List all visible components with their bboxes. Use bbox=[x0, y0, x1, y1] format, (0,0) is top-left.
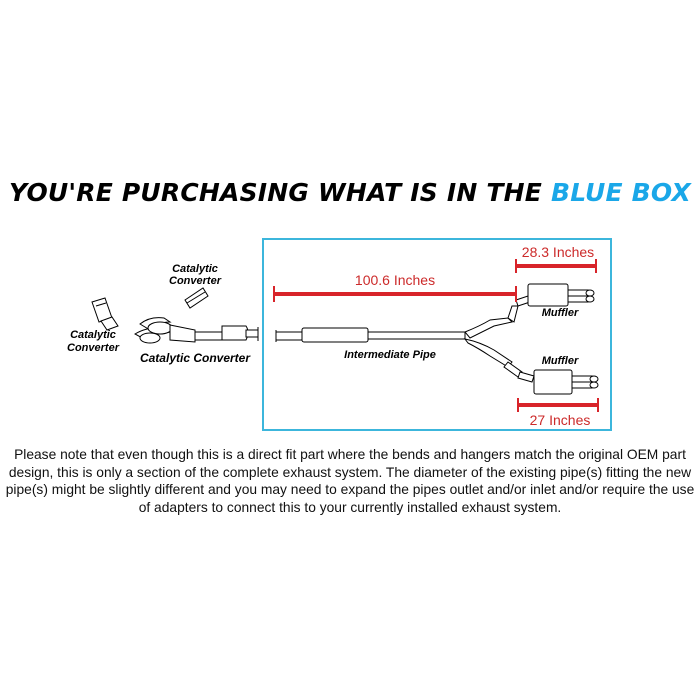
fitment-note: Please note that even though this is a d… bbox=[5, 447, 695, 515]
label-muffler-top: Muffler bbox=[542, 307, 579, 319]
cat-bottom-part bbox=[134, 317, 259, 344]
dim-line-muffler-top bbox=[515, 259, 597, 273]
intermediate-pipe-part bbox=[275, 305, 523, 378]
dim-label-intermediate: 100.6 Inches bbox=[355, 272, 435, 288]
muffler-bottom-part bbox=[517, 369, 599, 395]
cat-left-part bbox=[91, 297, 119, 331]
dim-label-muffler-bottom: 27 Inches bbox=[530, 412, 591, 428]
headline: YOU'RE PURCHASING WHAT IS IN THE BLUE BO… bbox=[0, 178, 700, 207]
label-cat-left-1: Catalytic bbox=[70, 329, 116, 341]
muffler-top-part bbox=[515, 283, 595, 307]
blue-box bbox=[262, 238, 612, 431]
dim-line-intermediate bbox=[273, 286, 517, 302]
dim-label-muffler-top: 28.3 Inches bbox=[522, 244, 594, 260]
dim-line-muffler-bottom bbox=[517, 398, 599, 412]
label-muffler-bottom: Muffler bbox=[542, 355, 579, 367]
headline-prefix: YOU'RE PURCHASING WHAT IS IN THE bbox=[9, 178, 551, 207]
label-intermediate-pipe: Intermediate Pipe bbox=[344, 349, 436, 361]
label-cat-left-2: Converter bbox=[67, 342, 120, 354]
headline-highlight: BLUE BOX bbox=[550, 178, 691, 207]
label-cat-bottom: Catalytic Converter bbox=[140, 351, 251, 365]
label-cat-top-1: Catalytic bbox=[172, 263, 218, 275]
label-cat-top-2: Converter bbox=[169, 275, 222, 287]
cat-top-part bbox=[184, 287, 209, 309]
